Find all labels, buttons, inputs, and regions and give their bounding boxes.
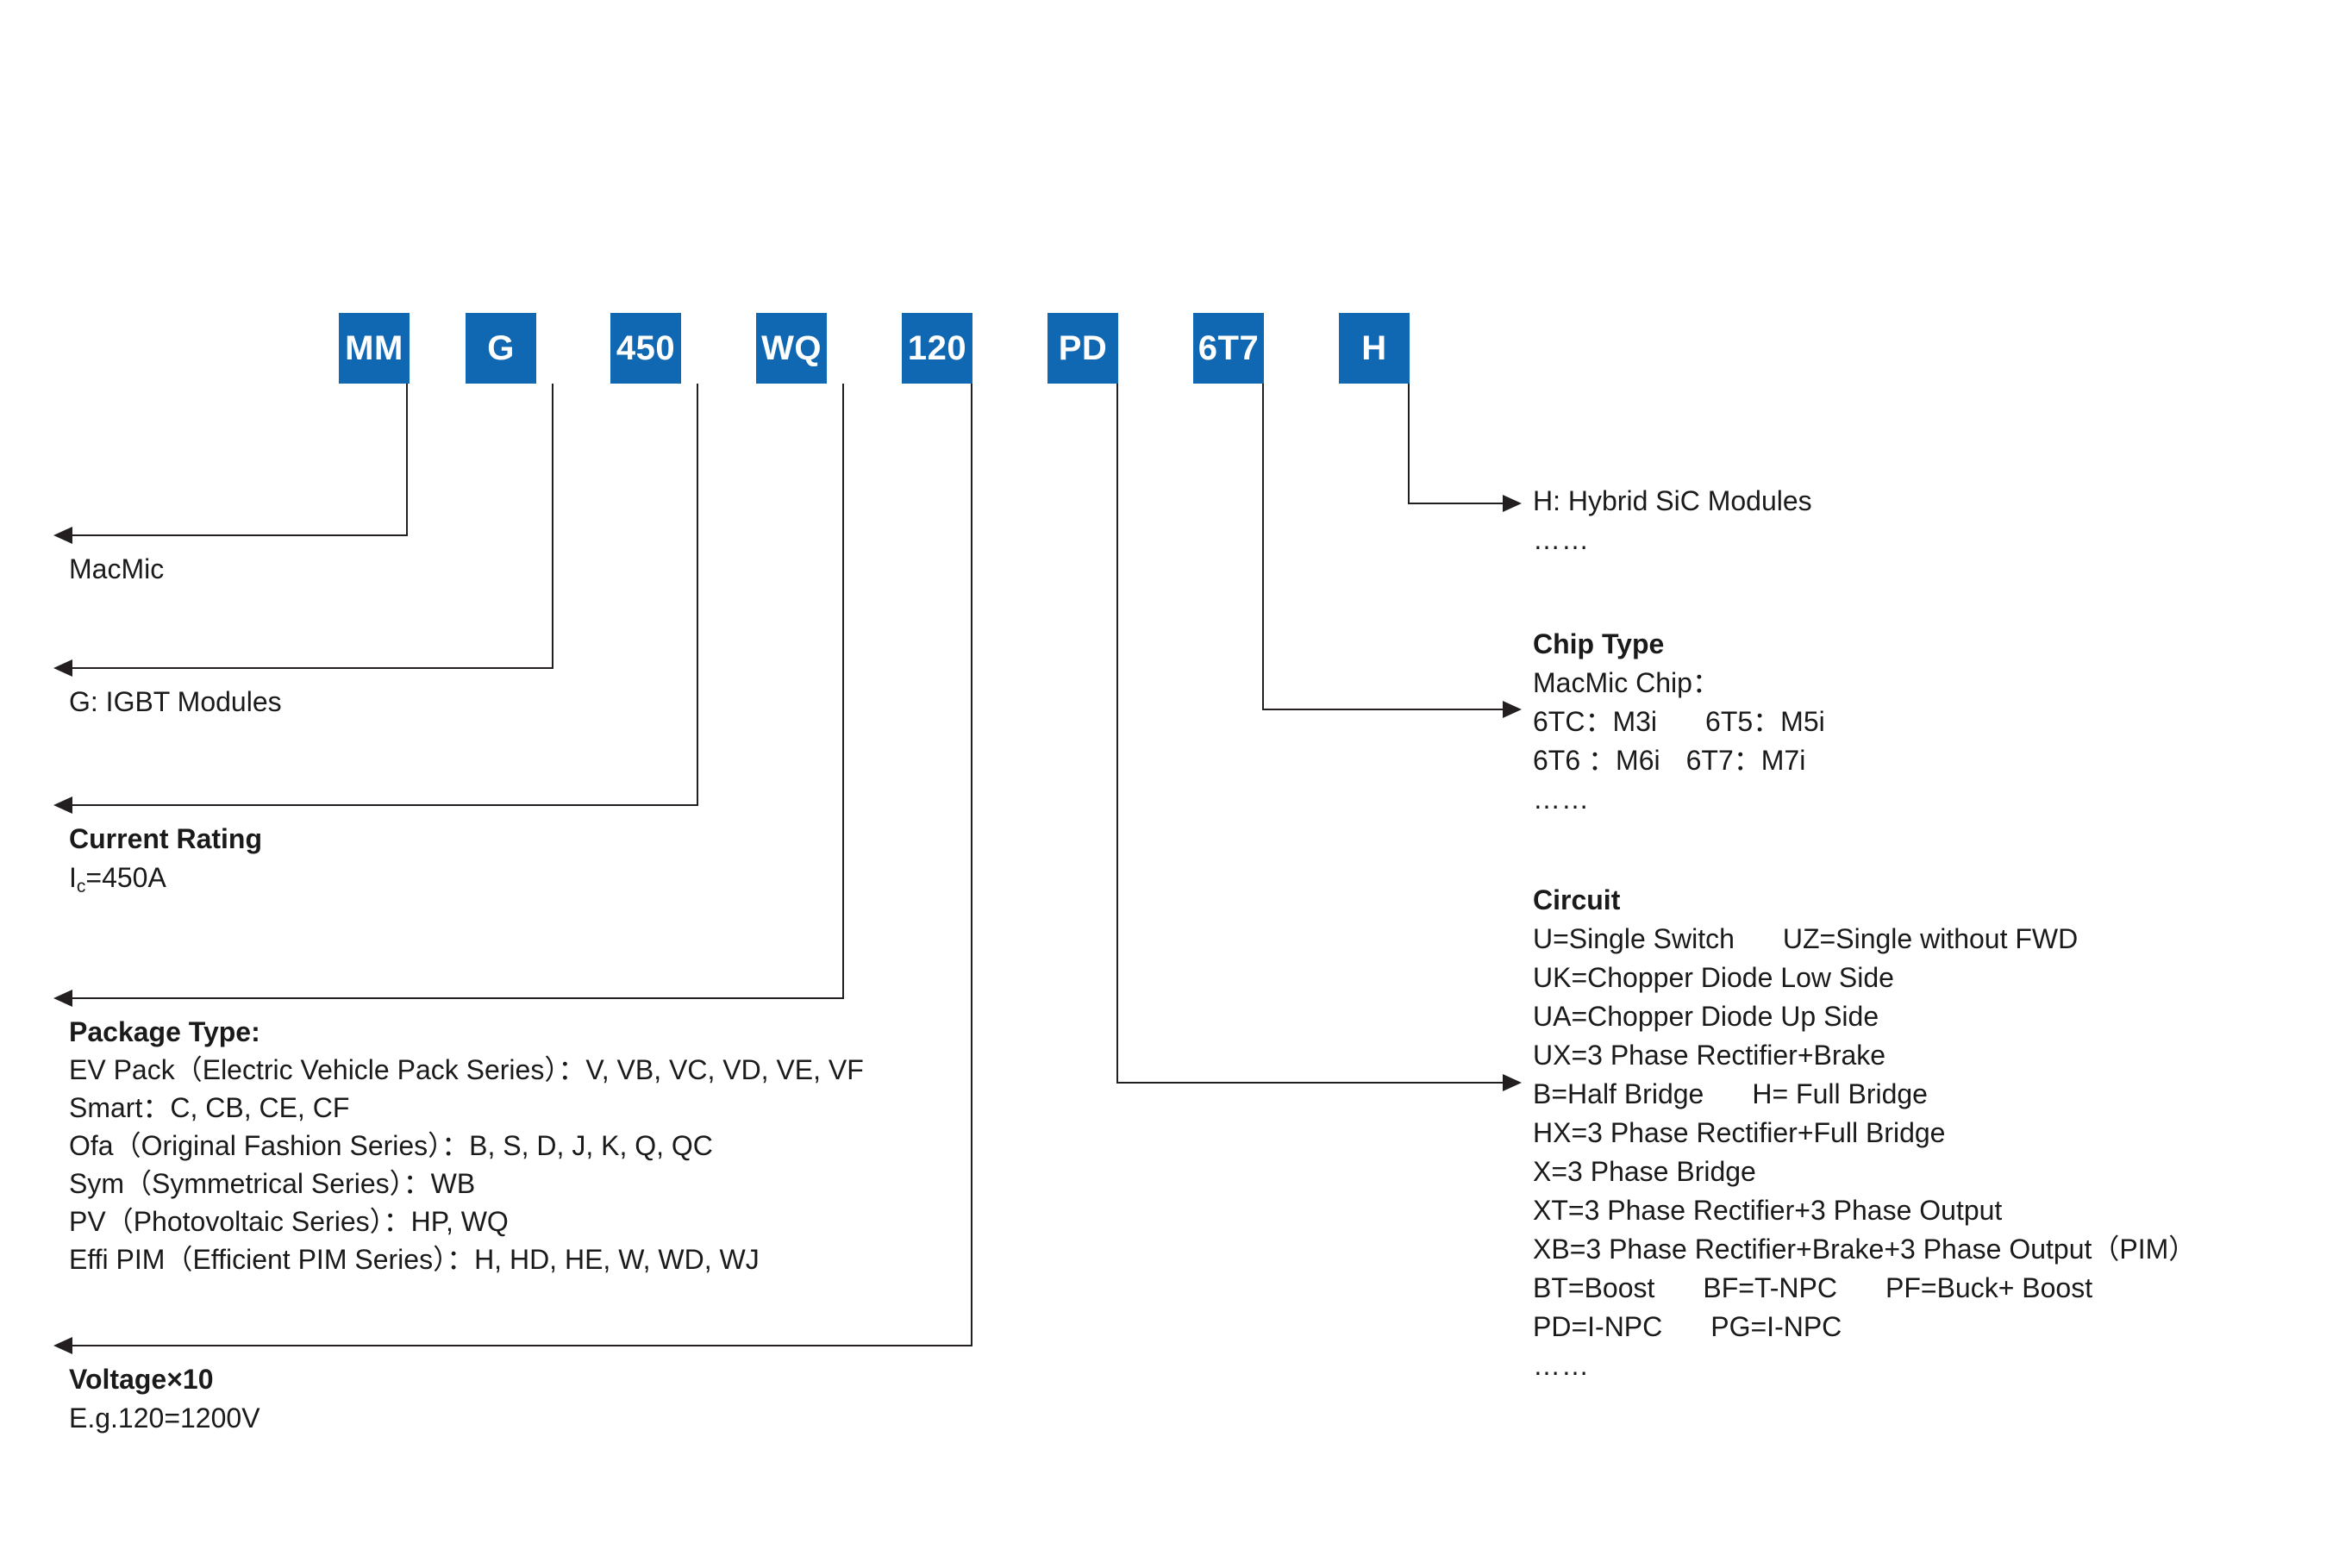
chip-type-row: 6T6 ：M6i 6T7：M7i	[1533, 741, 1825, 780]
leader-line-package-type-horizontal	[65, 997, 844, 999]
leader-line-product-family-vertical	[552, 384, 553, 669]
circuit-code-pf: PF=Buck+ Boost	[1885, 1272, 2093, 1303]
circuit-row: U=Single Switch UZ=Single without FWD	[1533, 920, 2196, 959]
circuit-code-hx: HX=3 Phase Rectifier+Full Bridge	[1533, 1117, 1946, 1148]
callout-package-type: Package Type: EV Pack（Electric Vehicle P…	[69, 1013, 864, 1278]
chip-type-code-6t5: 6T5：M5i	[1705, 706, 1825, 737]
circuit-code-bf: BF=T-NPC	[1703, 1272, 1837, 1303]
leader-line-manufacturer-horizontal	[65, 534, 408, 536]
leader-arrow-module-technology	[1503, 495, 1522, 512]
package-type-line-effi-pim: Effi PIM（Efficient PIM Series）：H, HD, HE…	[69, 1244, 760, 1275]
current-rating-value: Ic=450A	[69, 859, 262, 906]
circuit-code-uk: UK=Chopper Diode Low Side	[1533, 962, 1894, 993]
chip-type-ellipsis: ……	[1533, 784, 1590, 815]
code-box-current-rating: 450	[610, 313, 681, 384]
code-box-manufacturer: MM	[339, 313, 410, 384]
package-type-heading: Package Type:	[69, 1016, 260, 1047]
leader-line-circuit-vertical	[1116, 384, 1118, 1084]
module-technology-ellipsis: ……	[1533, 524, 1590, 555]
callout-current-rating: Current Rating Ic=450A	[69, 820, 262, 906]
circuit-code-pg: PG=I-NPC	[1710, 1311, 1842, 1342]
leader-arrow-manufacturer	[53, 527, 72, 544]
callout-manufacturer: MacMic	[69, 550, 164, 589]
current-rating-subscript: c	[76, 877, 86, 896]
circuit-ellipsis: ……	[1533, 1350, 1590, 1381]
circuit-heading: Circuit	[1533, 884, 1621, 915]
current-rating-amount: =450A	[85, 862, 166, 893]
leader-line-voltage-horizontal	[65, 1345, 972, 1346]
chip-type-code-6tc: 6TC：M3i	[1533, 706, 1658, 737]
leader-line-circuit-horizontal	[1116, 1082, 1506, 1084]
code-box-product-family: G	[466, 313, 536, 384]
current-rating-heading: Current Rating	[69, 823, 262, 854]
code-box-voltage: 120	[902, 313, 972, 384]
code-box-module-technology: H	[1339, 313, 1410, 384]
package-type-line-ofa: Ofa（Original Fashion Series）：B, S, D, J,…	[69, 1130, 713, 1161]
package-type-line-ev-pack: EV Pack（Electric Vehicle Pack Series）：V,…	[69, 1054, 864, 1085]
manufacturer-label: MacMic	[69, 553, 165, 584]
circuit-code-xt: XT=3 Phase Rectifier+3 Phase Output	[1533, 1195, 2003, 1226]
circuit-code-h: H= Full Bridge	[1752, 1078, 1928, 1109]
leader-arrow-chip-type	[1503, 701, 1522, 718]
leader-line-product-family-horizontal	[65, 667, 553, 669]
leader-arrow-voltage	[53, 1337, 72, 1354]
callout-chip-type: Chip Type MacMic Chip： 6TC：M3i 6T5：M5i 6T…	[1533, 625, 1825, 819]
leader-arrow-product-family	[53, 659, 72, 677]
leader-line-package-type-vertical	[842, 384, 844, 999]
circuit-code-u: U=Single Switch	[1533, 923, 1735, 954]
circuit-code-x: X=3 Phase Bridge	[1533, 1156, 1756, 1187]
product-family-label: G: IGBT Modules	[69, 686, 282, 717]
leader-line-chip-type-horizontal	[1262, 709, 1506, 710]
code-box-circuit: PD	[1047, 313, 1118, 384]
voltage-heading: Voltage×10	[69, 1364, 214, 1395]
circuit-row: PD=I-NPC PG=I-NPC	[1533, 1308, 2196, 1346]
leader-line-current-rating-horizontal	[65, 804, 698, 806]
chip-type-subheading: MacMic Chip：	[1533, 667, 1720, 698]
circuit-code-xb: XB=3 Phase Rectifier+Brake+3 Phase Outpu…	[1533, 1234, 2197, 1265]
callout-circuit: Circuit U=Single Switch UZ=Single without…	[1533, 881, 2196, 1385]
circuit-code-b: B=Half Bridge	[1533, 1078, 1704, 1109]
callout-product-family: G: IGBT Modules	[69, 683, 282, 722]
package-type-line-smart: Smart：C, CB, CE, CF	[69, 1092, 350, 1123]
voltage-example: E.g.120=1200V	[69, 1402, 260, 1434]
circuit-code-uz: UZ=Single without FWD	[1782, 923, 2079, 954]
circuit-row: BT=Boost BF=T-NPC PF=Buck+ Boost	[1533, 1269, 2196, 1308]
leader-line-chip-type-vertical	[1262, 384, 1264, 710]
callout-module-technology: H: Hybrid SiC Modules ……	[1533, 482, 1812, 559]
circuit-row: B=Half Bridge H= Full Bridge	[1533, 1075, 2196, 1114]
circuit-code-ux: UX=3 Phase Rectifier+Brake	[1533, 1040, 1886, 1071]
circuit-code-bt: BT=Boost	[1533, 1272, 1655, 1303]
leader-arrow-package-type	[53, 990, 72, 1007]
chip-type-row: 6TC：M3i 6T5：M5i	[1533, 703, 1825, 741]
chip-type-code-6t6: 6T6 ：M6i	[1533, 745, 1660, 776]
module-technology-label: H: Hybrid SiC Modules	[1533, 485, 1812, 516]
leader-line-module-technology-vertical	[1408, 384, 1410, 504]
package-type-line-sym: Sym（Symmetrical Series）：WB	[69, 1168, 476, 1199]
chip-type-heading: Chip Type	[1533, 628, 1665, 659]
leader-line-module-technology-horizontal	[1408, 503, 1506, 504]
chip-type-code-6t7: 6T7：M7i	[1685, 745, 1806, 776]
current-rating-symbol: I	[69, 862, 77, 893]
code-box-package-type: WQ	[756, 313, 827, 384]
code-box-chip-type: 6T7	[1193, 313, 1264, 384]
leader-arrow-current-rating	[53, 796, 72, 814]
callout-voltage: Voltage×10 E.g.120=1200V	[69, 1360, 260, 1438]
leader-arrow-circuit	[1503, 1074, 1522, 1091]
leader-line-manufacturer-vertical	[406, 384, 408, 536]
circuit-code-pd: PD=I-NPC	[1533, 1311, 1663, 1342]
leader-line-voltage-vertical	[971, 384, 972, 1346]
leader-line-current-rating-vertical	[697, 384, 698, 806]
circuit-code-ua: UA=Chopper Diode Up Side	[1533, 1001, 1879, 1032]
package-type-line-pv: PV（Photovoltaic Series）：HP, WQ	[69, 1206, 509, 1237]
